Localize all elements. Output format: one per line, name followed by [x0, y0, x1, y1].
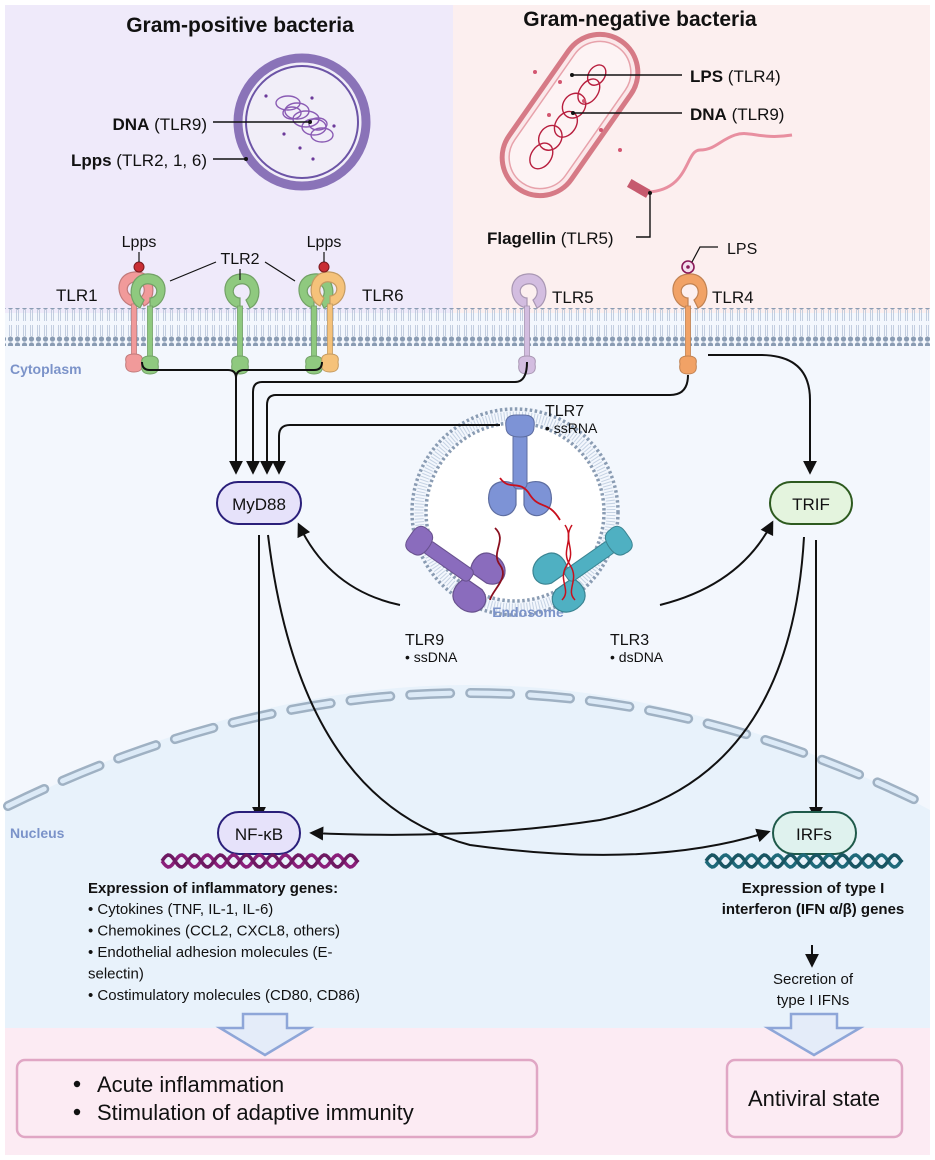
gp-lpps-label: Lpps (TLR2, 1, 6) [71, 151, 207, 170]
irfs-node: IRFs [772, 811, 857, 855]
outcome-antiviral-state: Antiviral state [748, 1086, 880, 1111]
inflammatory-genes-heading: Expression of inflammatory genes: [88, 880, 338, 897]
outcome-adaptive-immunity: Stimulation of adaptive immunity [97, 1100, 414, 1125]
endosome-label: Endosome [492, 604, 564, 620]
trif-label: TRIF [792, 495, 830, 514]
plasma-membrane [5, 308, 930, 346]
dna-helix-nfkb [160, 853, 360, 869]
tlr7-ligand: • ssRNA [545, 420, 598, 436]
inflammatory-gene-item: • Costimulatory molecules (CD80, CD86) [88, 987, 360, 1004]
tlr7-label: TLR7 [545, 403, 584, 420]
gn-dna-label: DNA (TLR9) [690, 105, 784, 124]
gn-lps-label: LPS (TLR4) [690, 67, 781, 86]
nfkb-node: NF-κB [217, 811, 301, 855]
tlr7-receptor [487, 414, 553, 517]
outcome-box-left [15, 1058, 539, 1139]
flagellum [647, 132, 793, 194]
nucleus-region [5, 685, 930, 1030]
lpps-ligand-right [318, 261, 330, 273]
ssrna-strand [499, 477, 561, 521]
trif-node: TRIF [769, 481, 853, 525]
tlr9-label: TLR9 [405, 632, 444, 649]
outcome-box-right [725, 1058, 904, 1139]
gn-granules [533, 70, 622, 152]
gn-flagellin-label: Flagellin (TLR5) [487, 229, 614, 248]
nfkb-label: NF-κB [235, 825, 283, 844]
ifn-genes-heading-line1: Expression of type I [742, 880, 885, 897]
ifn-secretion-line2: type I IFNs [777, 992, 850, 1009]
gp-dna-label: DNA (TLR9) [113, 115, 207, 134]
myd88-node: MyD88 [216, 481, 302, 525]
dna-helix-irfs [704, 853, 904, 869]
gram-negative-title: Gram-negative bacteria [523, 8, 757, 31]
gram-positive-title: Gram-positive bacteria [126, 14, 354, 37]
tlr3-receptor [532, 525, 633, 613]
ifn-secretion-line1: Secretion of [773, 971, 854, 988]
inflammatory-gene-item: • Chemokines (CCL2, CXCL8, others) [88, 923, 340, 940]
ssdna-strand [489, 527, 504, 601]
ifn-genes-heading-line2: interferon (IFN α/β) genes [722, 901, 905, 918]
inflammatory-gene-item: selectin) [88, 966, 144, 983]
tlr6-receptor [310, 271, 346, 373]
tlr3-label: TLR3 [610, 632, 649, 649]
hollow-arrow-left [215, 1012, 315, 1057]
outcome-acute-inflammation: Acute inflammation [97, 1072, 284, 1097]
tlr2-label: TLR2 [220, 251, 259, 268]
tlr9-ligand: • ssDNA [405, 649, 458, 665]
myd88-label: MyD88 [232, 495, 286, 514]
inflammatory-gene-item: • Cytokines (TNF, IL-1, IL-6) [88, 901, 273, 918]
cytoplasm-label: Cytoplasm [10, 361, 82, 377]
lpps-ligand-left [133, 261, 145, 273]
tlr5-label: TLR5 [552, 288, 594, 307]
lps-label: LPS [727, 241, 757, 258]
tlr6-label: TLR6 [362, 286, 404, 305]
dsdna-strand-b [561, 524, 573, 601]
lpps-label-right: Lpps [307, 234, 342, 251]
lpps-label-left: Lpps [122, 234, 157, 251]
tlr1-label: TLR1 [56, 286, 98, 305]
inflammatory-gene-item: • Endothelial adhesion molecules (E- [88, 944, 333, 961]
signaling-arrows [141, 354, 823, 968]
tlr9-receptor [405, 525, 506, 613]
tlr4-label: TLR4 [712, 288, 754, 307]
irfs-label: IRFs [796, 825, 832, 844]
hollow-arrow-right [763, 1012, 865, 1057]
tlr4-receptor [672, 273, 708, 375]
tlr3-ligand: • dsDNA [610, 649, 664, 665]
nucleus-label: Nucleus [10, 825, 65, 841]
